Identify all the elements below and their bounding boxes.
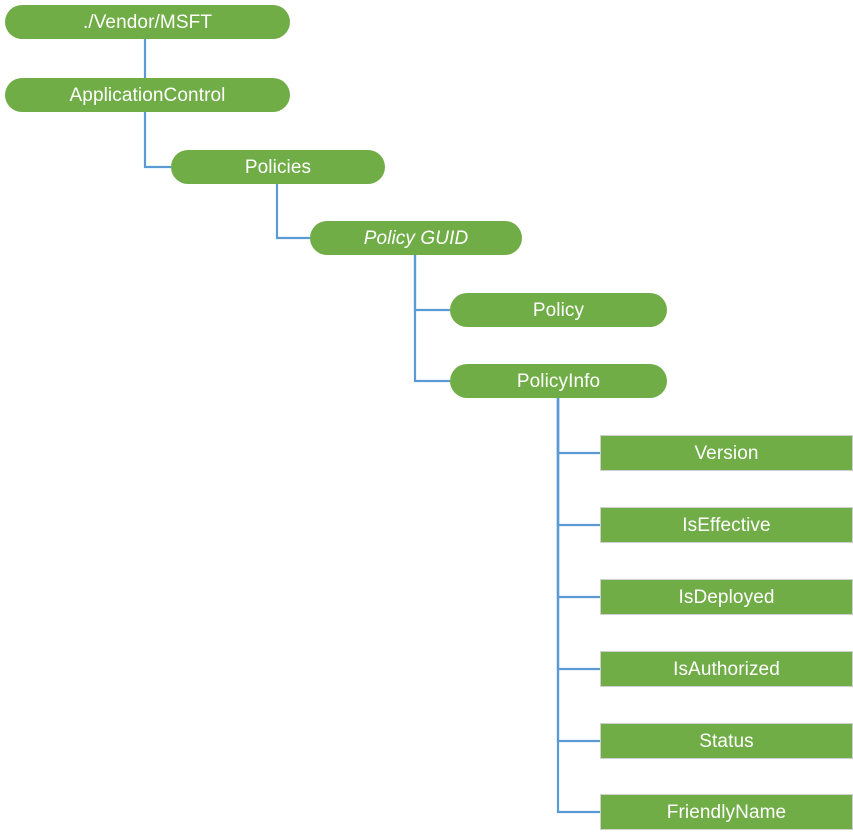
connector-policyinfo-to-isauthorized [556,398,600,671]
connector-policies-to-policyguid [275,184,310,240]
connector-policyinfo-to-iseffective [556,398,600,527]
connector-policyinfo-to-isdeployed [556,398,600,599]
node-label-is-authorized: IsAuthorized [673,658,780,680]
node-vendor-msft[interactable]: ./Vendor/MSFT [5,5,290,39]
node-label-friendly-name: FriendlyName [666,801,787,823]
node-version[interactable]: Version [600,435,853,471]
node-label-policy-info: PolicyInfo [516,370,601,392]
node-label-policy: Policy [532,299,585,321]
node-policy[interactable]: Policy [450,293,667,327]
node-is-authorized[interactable]: IsAuthorized [600,651,853,687]
node-label-policy-guid: Policy GUID [363,227,469,249]
connector-policyinfo-to-version [556,398,600,455]
node-label-policies: Policies [244,156,312,178]
node-is-deployed[interactable]: IsDeployed [600,579,853,615]
node-policy-info[interactable]: PolicyInfo [450,364,667,398]
connector-policyguid-to-policy [413,255,450,312]
node-policy-guid[interactable]: Policy GUID [310,221,522,255]
node-friendly-name[interactable]: FriendlyName [600,794,853,830]
node-label-status: Status [699,730,754,752]
connector-appcontrol-to-policies [143,112,171,169]
node-label-vendor-msft: ./Vendor/MSFT [82,11,213,33]
node-label-application-control: ApplicationControl [69,84,226,106]
connector-policyinfo-to-friendlyname [556,398,600,814]
connector-policyinfo-to-status [556,398,600,743]
node-label-is-effective: IsEffective [682,514,771,536]
node-is-effective[interactable]: IsEffective [600,507,853,543]
node-status[interactable]: Status [600,723,853,759]
node-label-version: Version [694,442,759,464]
node-application-control[interactable]: ApplicationControl [5,78,290,112]
connector-policyguid-to-policyinfo [413,255,450,383]
node-label-is-deployed: IsDeployed [678,586,775,608]
node-policies[interactable]: Policies [171,150,385,184]
